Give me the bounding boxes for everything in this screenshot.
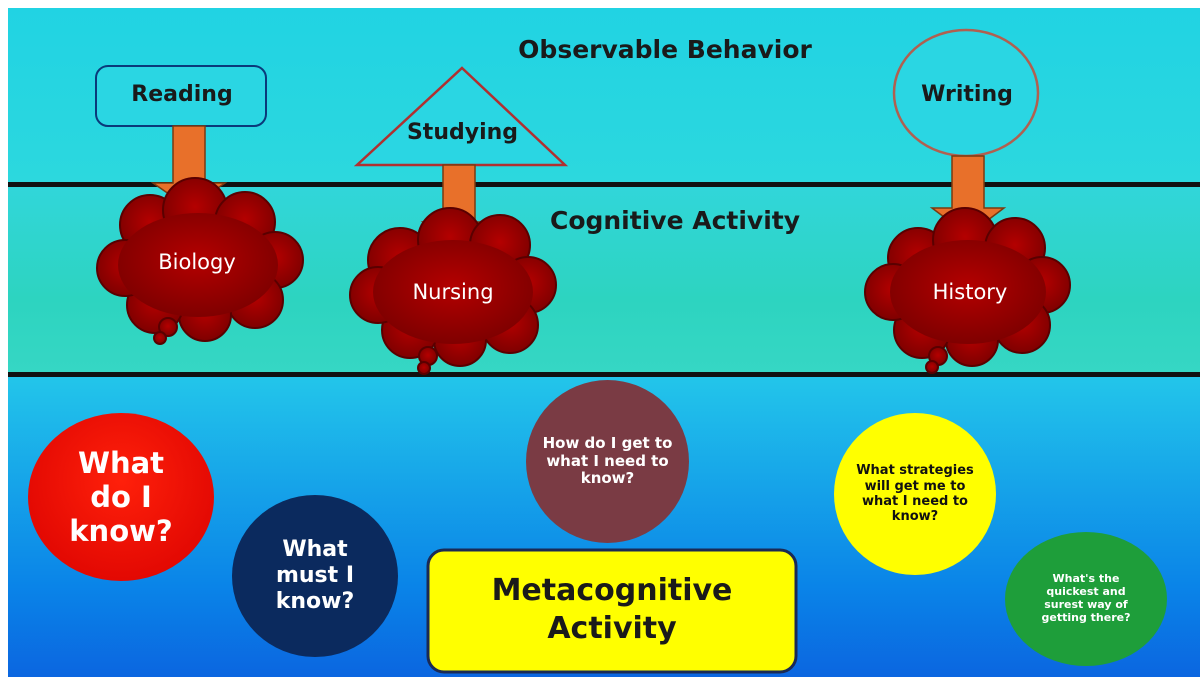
- cognitive-activity-title: Cognitive Activity: [549, 206, 801, 235]
- nursing-cloud: [349, 207, 557, 375]
- what-do-i-know-text: What do I know?: [69, 445, 173, 549]
- observable-behavior-title: Observable Behavior: [518, 35, 812, 64]
- studying-triangle: [353, 66, 569, 167]
- how-do-i-get-bubble: How do I get to what I need to know?: [526, 380, 689, 543]
- metacognitive-box: [426, 548, 798, 674]
- how-do-i-get-text: How do I get to what I need to know?: [542, 433, 673, 488]
- writing-label: Writing: [921, 82, 1013, 107]
- reading-label: Reading: [131, 82, 233, 107]
- studying-label: Studying: [406, 120, 519, 145]
- metacognitive-activity-label: Metacognitive Activity: [491, 573, 733, 646]
- what-must-i-know-text: What must I know?: [275, 537, 355, 614]
- biology-label: Biology: [158, 250, 236, 274]
- biology-cloud: [96, 177, 304, 345]
- what-strategies-text: What strategies will get me to what I ne…: [856, 463, 974, 525]
- what-do-i-know-bubble: What do I know?: [28, 413, 214, 581]
- upper-divider-line: [8, 182, 1200, 187]
- what-must-i-know-bubble: What must I know?: [232, 495, 398, 657]
- history-cloud: [864, 207, 1071, 374]
- lower-divider-line: [8, 372, 1200, 377]
- what-strategies-bubble: What strategies will get me to what I ne…: [834, 413, 996, 575]
- quickest-way-bubble: What's the quickest and surest way of ge…: [1005, 532, 1167, 666]
- history-label: History: [932, 280, 1008, 304]
- nursing-label: Nursing: [412, 280, 494, 304]
- quickest-way-text: What's the quickest and surest way of ge…: [1041, 572, 1131, 624]
